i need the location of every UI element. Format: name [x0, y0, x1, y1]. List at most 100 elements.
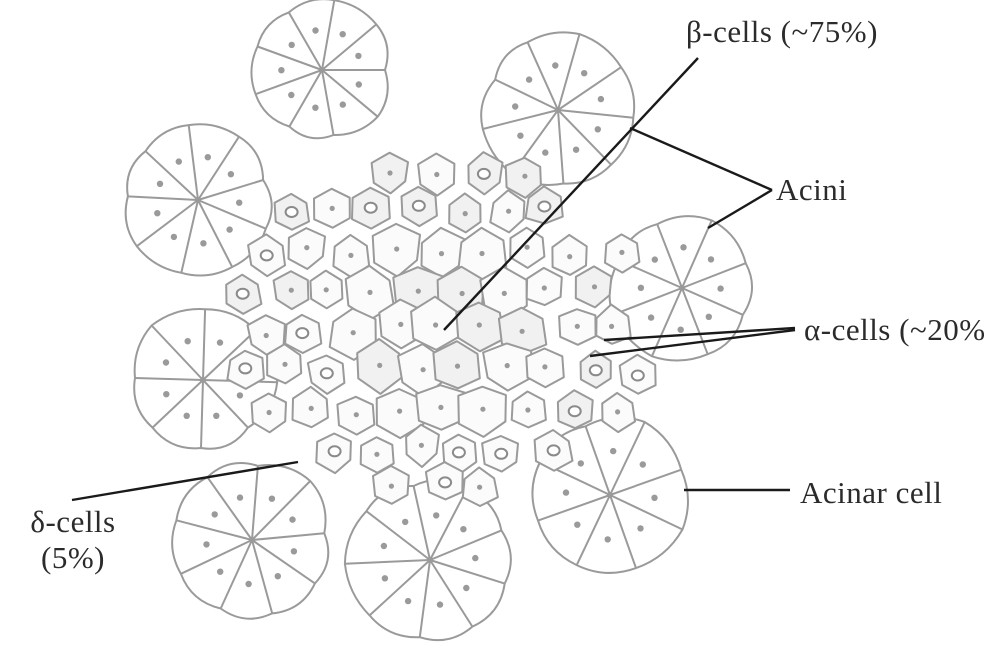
islet-cell-nucleus — [615, 409, 620, 414]
alpha-cell-nucleus — [478, 169, 490, 179]
acinar-nucleus — [217, 569, 223, 575]
islet-cell-nucleus — [330, 206, 335, 211]
alpha-cell-nucleus — [453, 447, 465, 457]
acinar-nucleus — [605, 536, 611, 542]
beta-cells-label: β-cells (~75%) — [686, 14, 878, 50]
alpha-cell-nucleus — [495, 449, 507, 459]
acinar-nucleus — [340, 31, 346, 37]
acinar-nucleus — [581, 70, 587, 76]
acinar-nucleus — [312, 105, 318, 111]
islet-cell-nucleus — [289, 288, 294, 293]
islet-cell-nucleus — [434, 172, 439, 177]
alpha-cell-nucleus — [569, 406, 581, 416]
islet-cell-nucleus — [520, 329, 525, 334]
acinar-nucleus — [184, 413, 190, 419]
acinar-nucleus — [176, 158, 182, 164]
acinus — [251, 0, 387, 138]
islet-cell-nucleus — [455, 364, 460, 369]
islet-cell-nucleus — [542, 285, 547, 290]
acinus-lumen — [679, 285, 685, 291]
acinar-nucleus — [574, 522, 580, 528]
acinar-nucleus — [278, 67, 284, 73]
acinar-nucleus — [652, 256, 658, 262]
acinar-nucleus — [402, 519, 408, 525]
alpha-cell-nucleus — [239, 363, 251, 373]
acinar-nucleus — [517, 133, 523, 139]
acinar-nucleus — [595, 126, 601, 132]
acinar-nucleus — [648, 314, 654, 320]
alpha-cell-nucleus — [538, 202, 550, 212]
acini-label: Acini — [776, 172, 847, 208]
islet-cell-nucleus — [505, 363, 510, 368]
acinar-nucleus — [237, 494, 243, 500]
islet-cell-nucleus — [264, 333, 269, 338]
islet-cell-nucleus — [433, 322, 438, 327]
acinus-lumen — [249, 537, 255, 543]
acinar-cell-label: Acinar cell — [800, 475, 942, 511]
acinar-nucleus — [269, 496, 275, 502]
acinar-nucleus — [237, 392, 243, 398]
acinar-nucleus — [472, 555, 478, 561]
islet-cell-nucleus — [525, 407, 530, 412]
acinus-lumen — [195, 197, 201, 203]
acinus-lumen — [319, 67, 325, 73]
islet-cell-nucleus — [480, 407, 485, 412]
islet-cell-nucleus — [592, 284, 597, 289]
islet-cell-nucleus — [502, 291, 507, 296]
islet-cell-nucleus — [374, 452, 379, 457]
islet-cell-nucleus — [438, 405, 443, 410]
acinar-nucleus — [512, 103, 518, 109]
acinus-lumen — [607, 492, 613, 498]
islet-cell-nucleus — [609, 324, 614, 329]
acinar-nucleus — [203, 541, 209, 547]
acinar-nucleus — [212, 511, 218, 517]
acinar-nucleus — [706, 314, 712, 320]
islet-cell-nucleus — [351, 330, 356, 335]
islet-cell-nucleus — [421, 367, 426, 372]
islet-cell-nucleus — [525, 245, 530, 250]
acinar-nucleus — [289, 516, 295, 522]
alpha-cell-nucleus — [590, 365, 602, 375]
acinar-nucleus — [163, 391, 169, 397]
acinus — [172, 463, 328, 619]
islet-cell-nucleus — [282, 362, 287, 367]
acinar-nucleus — [185, 338, 191, 344]
alpha-cell-nucleus — [261, 250, 273, 260]
acinar-nucleus — [573, 147, 579, 153]
alpha-cell-nucleus — [237, 289, 249, 299]
acinar-nucleus — [154, 210, 160, 216]
acinar-nucleus — [563, 489, 569, 495]
islet-cell-nucleus — [324, 287, 329, 292]
acinar-nucleus — [275, 573, 281, 579]
alpha-cell-nucleus — [296, 328, 308, 338]
islet-cell-nucleus — [416, 289, 421, 294]
alpha-cells-label: α-cells (~20% — [804, 312, 986, 348]
acinar-nucleus — [526, 76, 532, 82]
islet-cell — [458, 387, 506, 437]
acinar-nucleus — [312, 27, 318, 33]
acinar-nucleus — [610, 448, 616, 454]
acinar-nucleus — [638, 285, 644, 291]
acinar-nucleus — [598, 96, 604, 102]
acinar-nucleus — [437, 601, 443, 607]
acinar-nucleus — [405, 598, 411, 604]
islet-cell-nucleus — [542, 364, 547, 369]
acinar-nucleus — [171, 234, 177, 240]
alpha-cell-nucleus — [413, 201, 425, 211]
alpha-cell-nucleus — [365, 203, 377, 213]
alpha-cell-nucleus — [548, 445, 560, 455]
acinar-nucleus — [651, 495, 657, 501]
islet-cell-nucleus — [348, 253, 353, 258]
acinar-nucleus — [226, 226, 232, 232]
acinar-nucleus — [381, 543, 387, 549]
delta-cells-label: δ-cells (5%) — [8, 504, 138, 576]
islet-cell-nucleus — [419, 443, 424, 448]
acinar-nucleus — [236, 200, 242, 206]
islet-cell-nucleus — [267, 410, 272, 415]
islet-cell-nucleus — [394, 246, 399, 251]
islet-cell-nucleus — [304, 245, 309, 250]
acinar-nucleus — [217, 339, 223, 345]
alpha-cell-nucleus — [329, 446, 341, 456]
acinar-nucleus — [708, 256, 714, 262]
acinar-nucleus — [213, 413, 219, 419]
